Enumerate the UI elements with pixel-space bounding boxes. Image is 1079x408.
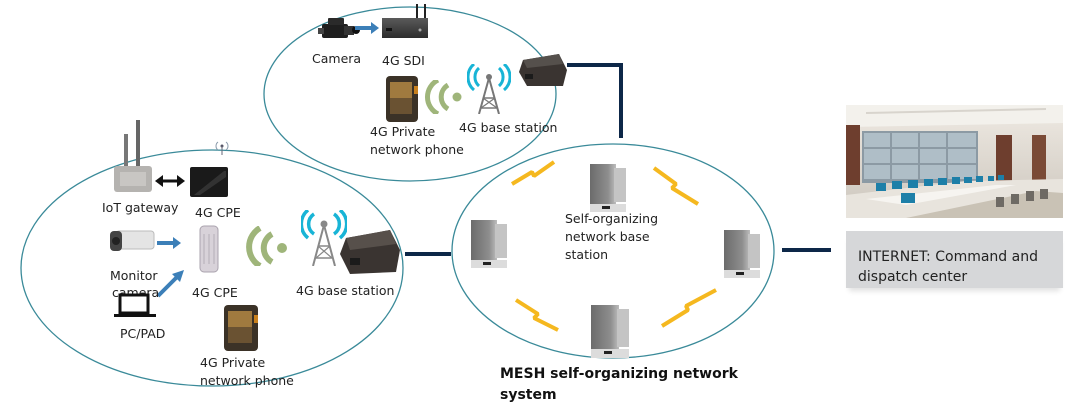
label-left-phone-2: network phone [200,373,294,388]
sdi-encoder-icon [382,4,428,38]
lightning-icon [510,160,556,186]
base-station-case-icon [519,54,567,86]
arrow-diagonal-icon [156,270,184,298]
label-top-base-station: 4G base station [459,120,558,135]
bidirectional-arrow-icon [155,175,185,187]
label-mesh-node-3: station [565,247,609,262]
rugged-phone-icon [224,305,258,351]
mesh-node-icon [724,230,760,278]
label-left-phone: 4G Private [200,355,266,370]
label-mesh-node-1: Self-organizing [565,211,659,226]
lightning-icon [514,298,559,332]
cell-tower-icon [467,64,511,114]
label-monitor-camera: Monitor [110,268,158,283]
indoor-cpe-icon [190,167,228,197]
mesh-node-icon [590,164,626,212]
label-4g-cpe-indoor: 4G CPE [195,205,241,220]
label-top-phone: 4G Private [370,124,436,139]
dispatch-center-caption-box: INTERNET: Command and dispatch center [846,231,1063,288]
mesh-system-title: MESH self-organizing network [500,366,738,382]
wireless-signal-icon [246,226,287,266]
security-camera-icon [110,230,155,251]
command-center-photo [846,105,1063,218]
label-camera: Camera [312,51,362,66]
label-4g-cpe-outdoor: 4G CPE [192,285,238,300]
label-top-phone-2: network phone [370,142,464,157]
top-network-ellipse [263,6,557,182]
wifi-antenna-icon [215,141,229,155]
dispatch-center-caption: INTERNET: Command and dispatch center [858,247,1038,287]
mesh-node-icon [591,305,629,358]
dispatch-caption-line-2: dispatch center [858,269,968,285]
laptop-icon [114,293,156,317]
video-camera-icon [318,18,360,38]
left-network-ellipse [20,149,404,387]
label-left-base-station: 4G base station [296,283,395,298]
label-pc-pad: PC/PAD [120,326,166,341]
iot-gateway-icon [114,120,152,192]
outdoor-cpe-icon [199,225,219,273]
arrow-right-icon [355,22,379,34]
dispatch-caption-line-1: INTERNET: Command and [858,249,1038,265]
label-iot-gateway: IoT gateway [102,200,179,215]
arrow-right-icon [157,237,181,249]
lightning-icon [652,166,700,206]
label-mesh-node-2: network base [565,229,650,244]
connector-top-to-mesh [567,63,623,138]
rugged-phone-icon [386,76,418,122]
wireless-signal-icon [424,80,462,114]
cell-tower-icon [301,210,347,266]
lightning-icon [660,288,717,328]
base-station-case-icon [340,230,400,274]
mesh-system-title-2: system [500,387,557,403]
label-4g-sdi: 4G SDI [382,53,425,68]
mesh-node-icon [471,220,507,268]
